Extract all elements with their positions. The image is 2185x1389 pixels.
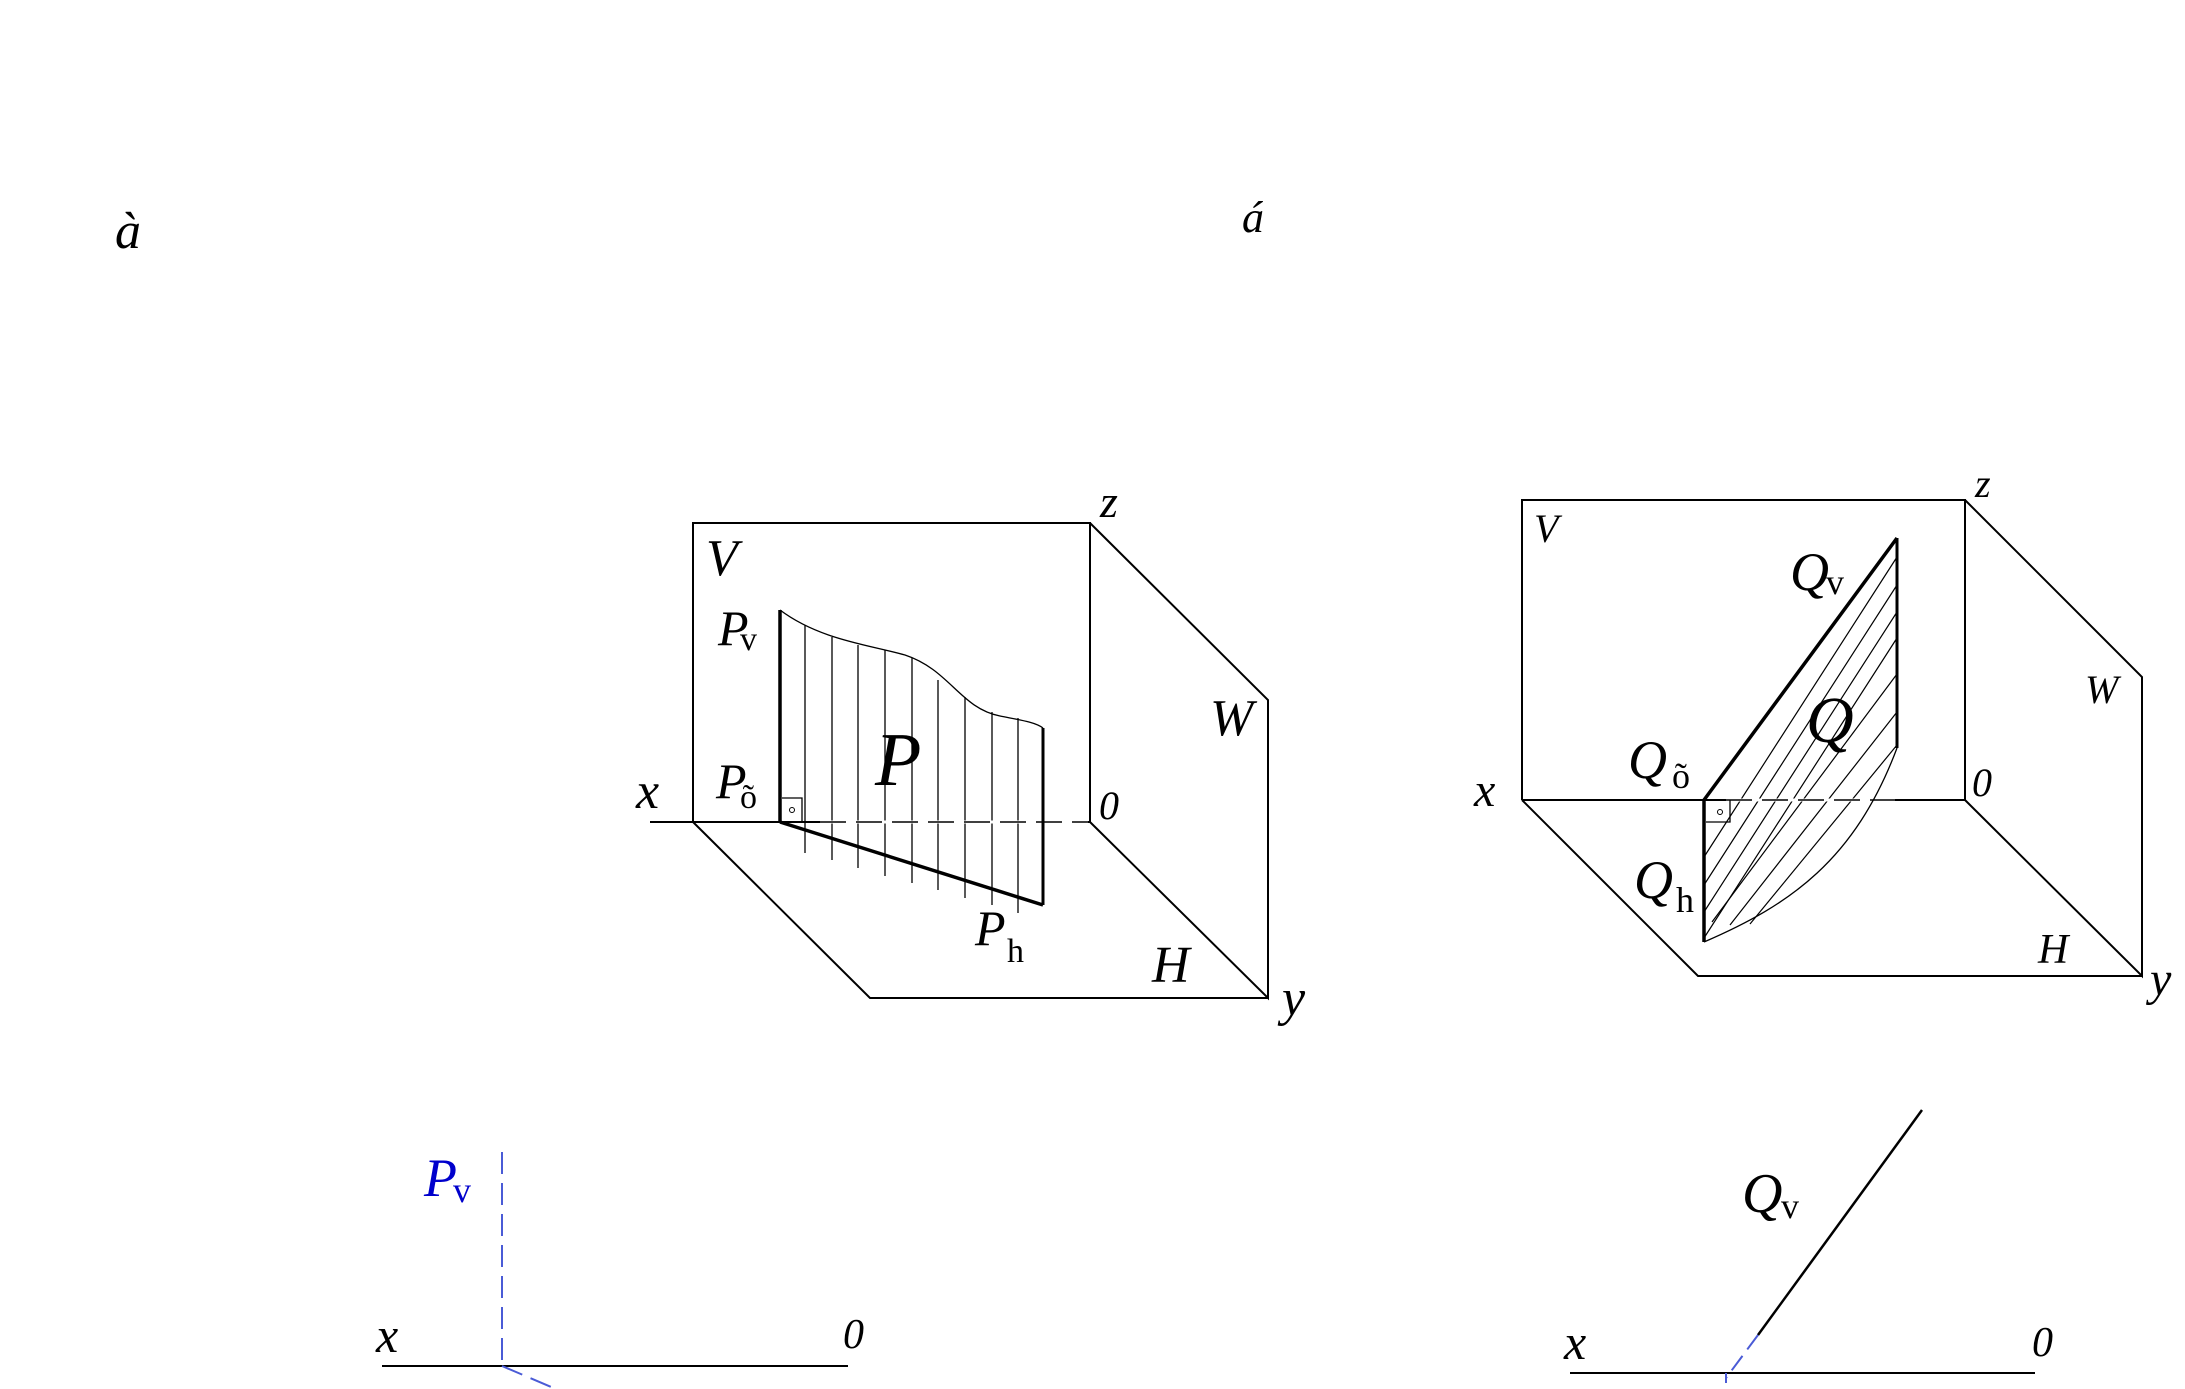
- svg-text:h: h: [1007, 933, 1024, 970]
- panel-a-label-pv: P v: [717, 600, 757, 658]
- panel-a-right-angle: [782, 797, 803, 822]
- panel-b-right-angle-dot: [1717, 809, 1723, 815]
- svg-text:Q: Q: [1634, 850, 1673, 910]
- panel-a-epure-zero: 0: [843, 1312, 864, 1358]
- svg-text:h: h: [1676, 880, 1694, 920]
- panel-b-epure-qv-trace: [1756, 1109, 1924, 1336]
- panel-b-h-plane: [1521, 799, 2142, 977]
- panel-a-right-angle-dot: [789, 807, 795, 813]
- panel-a-epure-x: x: [375, 1307, 398, 1363]
- svg-text:Q: Q: [1790, 542, 1829, 602]
- panel-b-label-w: W: [2085, 667, 2122, 712]
- svg-text:õ: õ: [1672, 756, 1690, 796]
- panel-a-label-w: W: [1210, 690, 1258, 747]
- panel-b-epure-x: x: [1563, 1314, 1586, 1370]
- svg-text:P: P: [715, 753, 747, 809]
- panel-b-label-zero: 0: [1972, 760, 1992, 805]
- panel-a-marker: à: [115, 203, 141, 260]
- svg-text:v: v: [740, 621, 757, 658]
- panel-b-hatching: [1703, 556, 1898, 939]
- panel-b-labels: V z W x 0 H y Q Q v Q õ Q h: [1473, 461, 2172, 1006]
- svg-text:P: P: [423, 1148, 457, 1208]
- panel-b-trace-qv: [1702, 536, 1899, 802]
- panel-a-planes: [650, 522, 1269, 1001]
- panel-a-label-px: P õ: [715, 753, 757, 816]
- panel-a-h-plane: [692, 821, 1268, 999]
- panel-b-label-plane: Q: [1806, 684, 1854, 757]
- panel-a-label-h: H: [1151, 937, 1192, 994]
- panel-a-trace-ph: [779, 820, 1044, 907]
- panel-b-epure-qv-label: Q v: [1742, 1163, 1799, 1226]
- svg-text:Q: Q: [1628, 730, 1667, 790]
- svg-text:P: P: [974, 900, 1006, 956]
- panel-b-w-plane: [1964, 499, 2143, 979]
- panel-a-epure: x 0 P v: [375, 1148, 864, 1389]
- panel-b-label-qv: Q v: [1790, 542, 1844, 602]
- panel-b-label-qx: Q õ: [1628, 730, 1690, 796]
- panel-a-v-plane: [692, 522, 1091, 822]
- panel-b-marker: á: [1242, 193, 1264, 242]
- panel-a-plane-top-edge: [779, 609, 1044, 729]
- panel-a: à: [115, 203, 1306, 1389]
- panel-a-label-ph: P h: [974, 900, 1024, 970]
- panel-a-label-v: V: [706, 530, 743, 587]
- panel-a-label-plane: P: [874, 718, 921, 802]
- panel-a-epure-ph-trace: [501, 1365, 557, 1389]
- panel-a-w-plane: [1089, 522, 1269, 1001]
- panel-a-plane-p: [778, 609, 1088, 913]
- panel-a-label-z: z: [1099, 476, 1118, 527]
- svg-text:Q: Q: [1742, 1163, 1782, 1225]
- panel-b-label-z: z: [1974, 461, 1991, 506]
- panel-b-label-v: V: [1534, 506, 1563, 551]
- svg-text:v: v: [453, 1170, 471, 1210]
- panel-b-label-y: y: [2145, 953, 2172, 1006]
- panel-a-label-zero: 0: [1099, 783, 1119, 828]
- panel-a-hatching: [804, 625, 1019, 913]
- panel-b-label-qh: Q h: [1634, 850, 1694, 920]
- panel-b-epure-qv-hidden: [1725, 1334, 1759, 1379]
- panel-b-v-plane: [1521, 499, 1966, 800]
- panel-a-label-y: y: [1277, 970, 1306, 1027]
- svg-text:õ: õ: [740, 779, 757, 816]
- panel-a-epure-pv-label: P v: [423, 1148, 471, 1210]
- panel-a-label-x: x: [635, 763, 659, 820]
- svg-text:v: v: [1826, 562, 1844, 602]
- panel-b-plane-bottom-edge: [1703, 747, 1898, 943]
- panel-b-plane-q: [1702, 536, 1899, 943]
- svg-text:P: P: [717, 600, 749, 656]
- panel-b: á: [1242, 193, 2172, 1389]
- panel-b-label-h: H: [2037, 927, 2071, 973]
- panel-b-right-angle: [1706, 800, 1731, 823]
- panel-b-epure: x 0 Q v: [1563, 1109, 2053, 1389]
- panel-a-labels: V z W x 0 H y P P v P õ P h: [635, 476, 1306, 1027]
- panel-b-label-x: x: [1473, 764, 1495, 817]
- panel-b-epure-zero: 0: [2032, 1320, 2053, 1366]
- svg-text:v: v: [1781, 1186, 1799, 1226]
